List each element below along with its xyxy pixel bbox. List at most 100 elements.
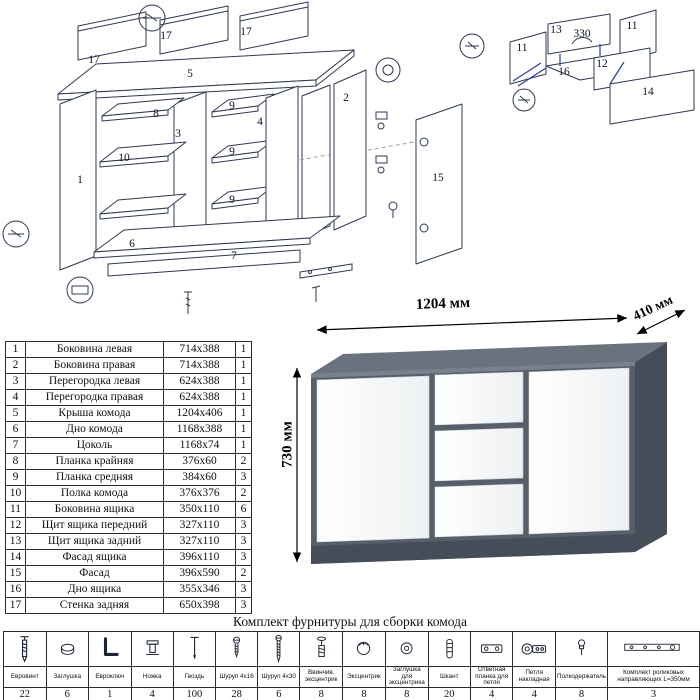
hardware-item-qty: 4 — [469, 686, 514, 700]
hardware-item-name: Евровинт — [3, 666, 47, 688]
hardware-item-name: Полкодержатель — [554, 666, 609, 688]
hardware-item-name: Эксцентрик — [342, 666, 386, 688]
drawer-front-3 — [434, 483, 524, 538]
guide-line — [367, 141, 415, 151]
parts-num: 5 — [5, 405, 26, 422]
hardware-item-name: Шкант — [427, 666, 471, 688]
drawer-front-1 — [434, 371, 524, 426]
parts-name: Перегородка правая — [25, 389, 164, 406]
parts-name: Дно ящика — [25, 581, 164, 598]
hardware-item-name: Ввинчив. эксцентрик — [299, 666, 344, 688]
parts-size: 714x388 — [163, 341, 236, 358]
nail-icon — [172, 631, 216, 667]
roof-panel-5 — [57, 49, 355, 101]
plinth-panel-7 — [107, 249, 301, 277]
hardware-item-qty: 1 — [88, 686, 132, 700]
fastener-detail-circle — [2, 220, 30, 248]
facade-panel — [301, 84, 331, 238]
parts-name: Боковина левая — [25, 341, 164, 358]
left-side-panel-1 — [59, 89, 97, 271]
parts-qty: 1 — [235, 357, 252, 374]
dowel-icon — [427, 631, 471, 667]
product-render: 1204 мм 410 мм 730 мм — [280, 292, 700, 616]
parts-qty: 3 — [235, 533, 252, 550]
hardware-item-name: Петля накладная — [512, 666, 556, 688]
parts-size: 376x376 — [163, 485, 236, 502]
cam-cap-icon — [384, 631, 429, 667]
parts-qty: 1 — [235, 437, 252, 454]
middle-planks-9 — [211, 93, 275, 210]
parts-size: 350x110 — [163, 501, 236, 518]
parts-size: 624x388 — [163, 373, 236, 390]
parts-name: Планка средняя — [25, 469, 164, 486]
hardware-item-qty: 100 — [172, 686, 216, 700]
hardware-item-qty: 8 — [299, 686, 344, 700]
parts-num: 14 — [5, 549, 26, 566]
screw-4x16-icon — [214, 631, 259, 667]
shelves-10 — [99, 141, 187, 220]
hardware-item-name: Заглушка — [45, 666, 89, 688]
parts-name: Планка крайняя — [25, 453, 164, 470]
slides-icon — [607, 631, 700, 667]
parts-name: Фасад — [25, 565, 164, 582]
hardware-item-name: Ножка — [130, 666, 174, 688]
hardware-item-qty: 20 — [427, 686, 471, 700]
hardware-item-qty: 22 — [3, 686, 47, 700]
hardware-item-name: Комплект роликовых направляющих L=350мм — [607, 666, 700, 688]
hardware-item-name: Шуруп 4x16 — [214, 666, 259, 688]
parts-qty: 2 — [235, 453, 252, 470]
hardware-item-qty: 3 — [607, 686, 700, 700]
hardware-item-qty: 28 — [214, 686, 259, 700]
parts-size: 355x346 — [163, 581, 236, 598]
parts-qty: 3 — [235, 469, 252, 486]
parts-name: Перегородка левая — [25, 373, 164, 390]
hardware-item-name: Гвоздь — [172, 666, 216, 688]
parts-num: 12 — [5, 517, 26, 534]
dimension-arrows — [292, 309, 686, 562]
parts-name: Цоколь — [25, 437, 164, 454]
parts-qty: 3 — [235, 597, 252, 614]
cabinet-top-face — [311, 342, 667, 374]
parts-name: Щит ящика задний — [25, 533, 164, 550]
parts-qty: 1 — [235, 405, 252, 422]
cam-icon — [342, 631, 386, 667]
cabinet-right-face — [635, 342, 667, 552]
parts-size: 327x110 — [163, 533, 236, 550]
parts-qty: 1 — [235, 373, 252, 390]
cap-icon — [45, 631, 89, 667]
right-door — [528, 367, 630, 535]
parts-num: 7 — [5, 437, 26, 454]
drawer-front-2 — [434, 427, 524, 482]
parts-num: 13 — [5, 533, 26, 550]
parts-name: Дно комода — [25, 421, 164, 438]
door-facade-15 — [415, 103, 463, 265]
parts-num: 15 — [5, 565, 26, 582]
parts-num: 8 — [5, 453, 26, 470]
parts-name: Щит ящика передний — [25, 517, 164, 534]
euro-screw-icon — [3, 631, 47, 667]
parts-qty: 2 — [235, 565, 252, 582]
back-panels-17 — [77, 1, 309, 61]
hinge-fittings-icon — [375, 111, 398, 218]
dresser-image — [292, 309, 686, 564]
hardware-item-name: Евроключ — [88, 666, 132, 688]
parts-qty: 1 — [235, 389, 252, 406]
cabinet-plinth — [311, 534, 635, 564]
